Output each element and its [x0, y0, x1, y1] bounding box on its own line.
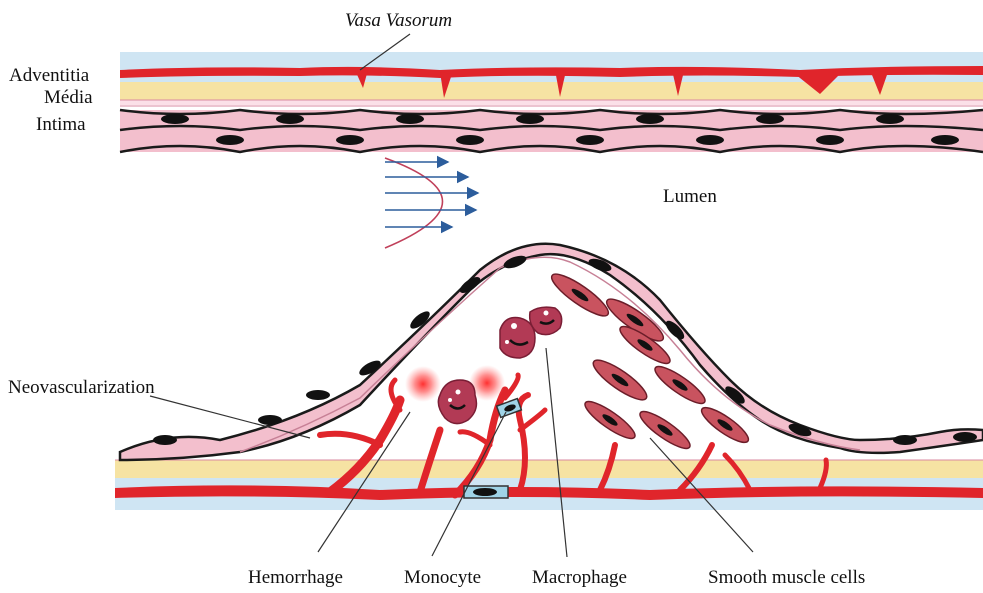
- smooth-muscle-cells-label: Smooth muscle cells: [708, 567, 865, 588]
- blood-flow-profile: [385, 158, 478, 248]
- macrophage-cell: [530, 307, 562, 335]
- media-label: Média: [44, 87, 93, 108]
- neovascularization-label: Neovascularization: [8, 377, 155, 398]
- vasa-vasorum-label: Vasa Vasorum: [345, 10, 452, 31]
- top-endothelium: [120, 110, 983, 152]
- top-vessel-wall: [120, 52, 983, 152]
- top-adventitia-layer: [120, 52, 983, 82]
- neovascularization-leader: [150, 396, 310, 438]
- top-internal-elastic-lamina: [120, 100, 983, 105]
- bottom-vessel-wall: [115, 460, 983, 510]
- bottom-media-layer: [115, 460, 983, 478]
- intima-label: Intima: [36, 114, 86, 135]
- adventitia-label: Adventitia: [9, 65, 90, 86]
- lumen-label: Lumen: [663, 186, 717, 207]
- hemorrhage-glow: [405, 366, 441, 402]
- macrophage-label: Macrophage: [532, 567, 627, 588]
- macrophage-cell: [500, 318, 535, 359]
- top-media-layer: [120, 82, 983, 100]
- macrophage-cell: [438, 380, 476, 424]
- hemorrhage-label: Hemorrhage: [248, 567, 343, 588]
- monocyte-label: Monocyte: [404, 567, 481, 588]
- flow-velocity-curve: [385, 158, 443, 248]
